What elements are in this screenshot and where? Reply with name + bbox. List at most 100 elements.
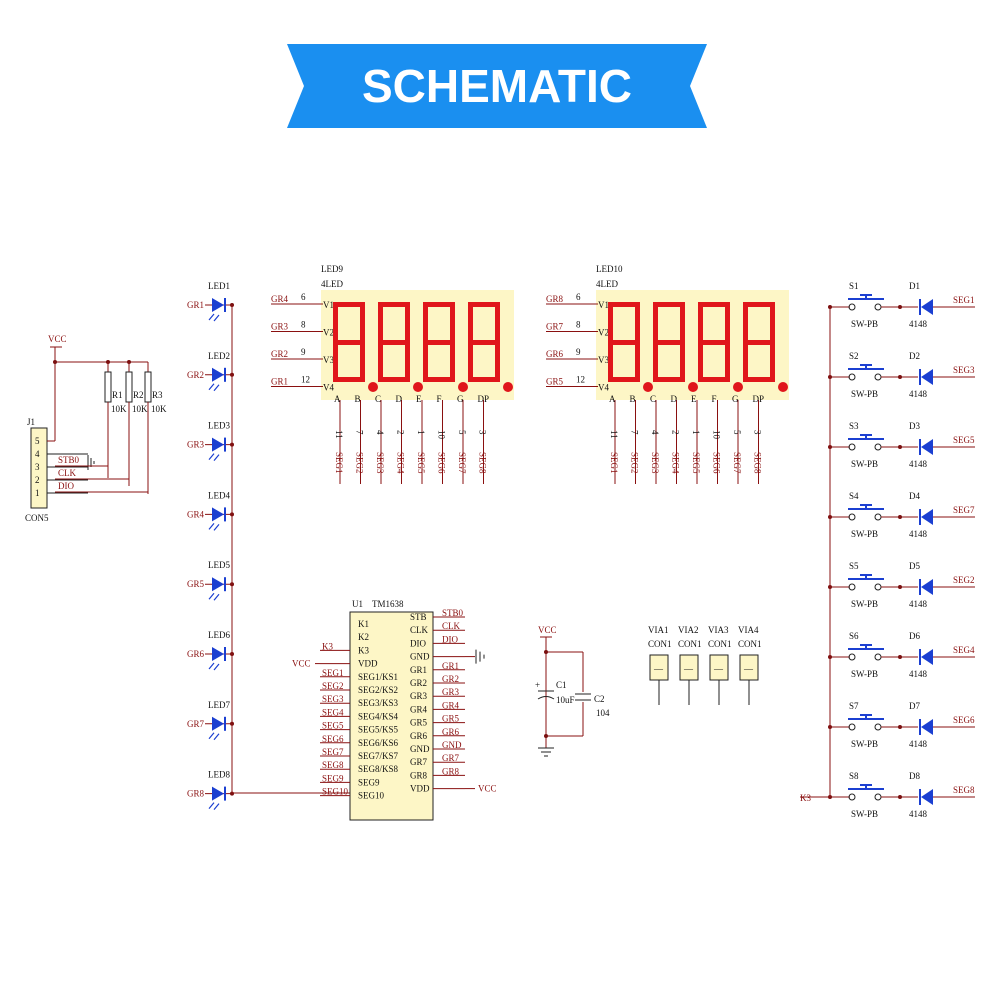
display-grid-v: V2 [323,328,334,338]
segment [680,302,685,342]
switch-type: SW-PB [851,319,878,329]
diode-ref: D1 [909,281,920,291]
led-net: GR2 [187,370,204,380]
diode-symbol [921,369,933,385]
diode-ref: D7 [909,701,920,711]
segment [653,342,658,382]
display-seg-letter: C [650,394,656,404]
ic-left-pin: SEG2/KS2 [358,685,398,695]
ic-left-pin: SEG6/KS6 [358,738,399,748]
segment [423,342,428,382]
display-seg-net: SEG7 [732,452,742,474]
junction-dot [898,375,902,379]
ic-right-pin: DIO [410,638,426,648]
c1-ref: C1 [556,680,567,690]
segment [333,302,338,342]
caps-vcc-label: VCC [538,625,557,635]
ic-left-pin: SEG8/KS8 [358,764,399,774]
display-seg-pin: 5 [732,430,742,435]
segment [333,340,365,345]
diode-symbol [921,439,933,455]
segment [698,340,730,345]
switch-contact [874,443,882,451]
display-seg-net: SEG6 [712,452,722,474]
led-net: GR6 [187,649,205,659]
display-seg-net: SEG7 [457,452,467,474]
ic-left-net: SEG2 [322,681,344,691]
switch-button [848,504,884,510]
segment [608,302,640,307]
segment [698,302,703,342]
resistor-r3 [144,371,152,403]
ic-left-pin: VDD [358,659,378,669]
display-seg-pin: 2 [671,430,681,435]
display-seg-letter: B [630,394,636,404]
ic-right-net: GR8 [442,766,460,776]
keyscan-switches: S1SW-PBD14148SEG1S2SW-PBD24148SEG3S3SW-P… [828,281,975,819]
display-seg-pin: 7 [630,430,640,435]
display-grid-net: GR3 [271,322,289,332]
connector-name: CON5 [25,513,49,523]
segment [468,342,473,382]
resistor-ref: R3 [152,390,163,400]
switch-ref: S2 [849,351,859,361]
ground-symbol [475,649,485,664]
via-mark: — [683,664,694,674]
ic-right-pin: GR7 [410,757,428,767]
display-seg-net: SEG2 [630,452,640,474]
segment [360,302,365,342]
ic-left-net: SEG7 [322,747,344,757]
display-seg-pin: 1 [416,430,426,435]
switch-contact [848,303,856,311]
diode-ref: D4 [909,491,920,501]
segment [608,342,613,382]
display-seg-letter: D [671,394,678,404]
segment [770,342,775,382]
ic-right-net: CLK [442,621,461,631]
junction-dot [898,725,902,729]
switch-button [848,434,884,440]
led-diode-symbol [212,786,224,801]
display-grid-v: V4 [323,383,334,393]
ic-right-pin: CLK [410,625,429,635]
display-ref: LED9 [321,264,343,274]
via-mark: — [713,664,724,674]
diode-value: 4148 [909,739,928,749]
display-grid-v: V1 [323,300,334,310]
switch-contact [848,723,856,731]
led-diode-symbol [212,716,224,731]
segment [423,302,455,307]
ic-right-net: STB0 [442,608,464,618]
via-name: CON1 [678,639,702,649]
led-net: GR4 [187,509,205,519]
display-grid-v: V3 [598,355,609,365]
display-grid-pin: 8 [576,320,581,330]
switch-button [848,364,884,370]
segment [378,302,410,307]
led-ref: LED4 [208,490,230,500]
switch-net: SEG1 [953,295,975,305]
junction-dot [898,655,902,659]
switch-button [848,714,884,720]
ic-body [349,611,434,821]
switch-contact [874,373,882,381]
switch-button [848,574,884,580]
connector-signal: DIO [58,481,74,491]
switch-net: SEG7 [953,505,975,515]
display-seg-net: SEG2 [355,452,365,474]
decimal-point [643,382,653,392]
ic-left-net: VCC [292,659,311,669]
ic-left-net: SEG6 [322,734,344,744]
ic-left-net: SEG4 [322,707,344,717]
ic-right-net: GR4 [442,700,460,710]
led-ref: LED1 [208,281,230,291]
led-diode-symbol [212,437,224,452]
display-seg-pin: 11 [609,430,619,439]
diode-value: 4148 [909,459,928,469]
